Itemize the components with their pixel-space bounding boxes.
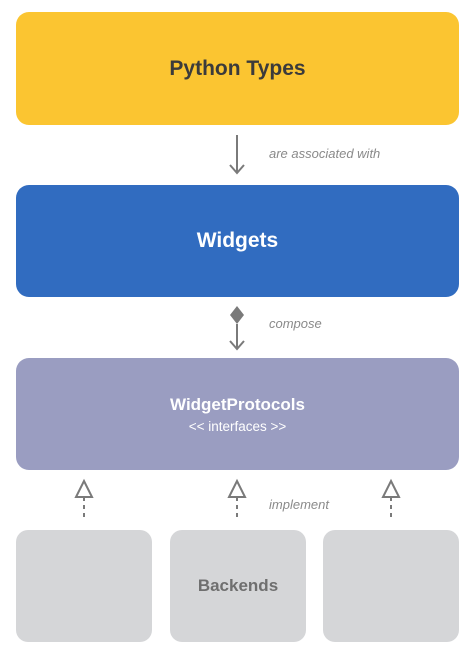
widgets-label: Widgets	[196, 229, 279, 252]
composition-arrow	[229, 306, 245, 351]
python-types-label: Python Types	[169, 56, 306, 80]
widget-protocols-label: WidgetProtocols	[170, 394, 305, 414]
association-arrow	[229, 135, 245, 175]
implementation-label: implement	[269, 497, 329, 512]
association-label: are associated with	[269, 146, 381, 161]
widgets-box: Widgets	[16, 185, 459, 297]
backend-box-center: Backends	[170, 530, 306, 642]
backends-label: Backends	[197, 576, 279, 595]
implement-arrow-left	[74, 478, 94, 521]
backend-box-left	[16, 530, 152, 642]
composition-diamond-icon	[230, 306, 244, 324]
implement-arrow-right	[381, 478, 401, 521]
composition-label: compose	[269, 316, 322, 331]
implement-arrow-center	[227, 478, 247, 521]
widget-protocols-box: WidgetProtocols << interfaces >>	[16, 358, 459, 470]
python-types-box: Python Types	[16, 12, 459, 125]
backend-box-right	[323, 530, 459, 642]
interfaces-stereotype-label: << interfaces >>	[188, 418, 287, 434]
